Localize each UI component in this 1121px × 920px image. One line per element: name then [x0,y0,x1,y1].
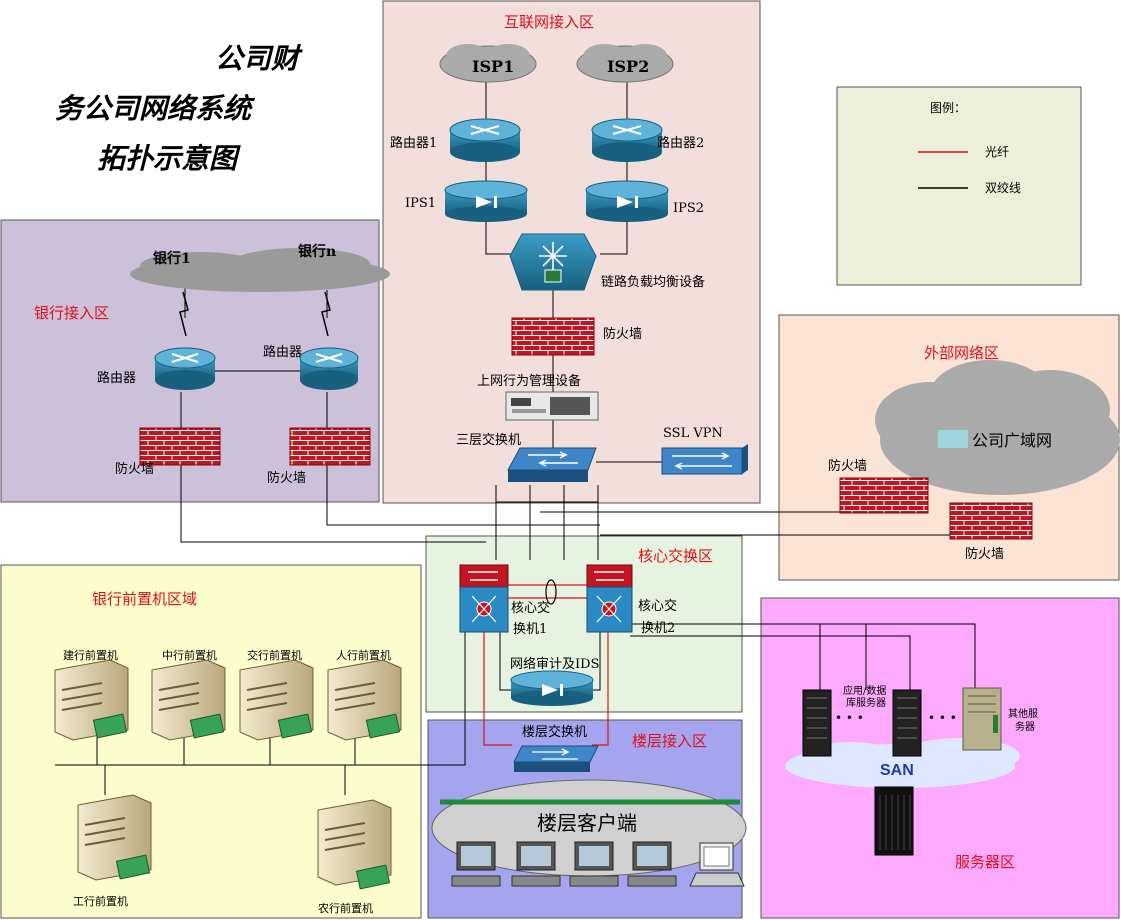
front-bocom-label: 交行前置机 [247,648,302,662]
load-balancer-label: 链路负载均衡设备 [601,274,705,290]
router2-label: 路由器2 [657,135,704,151]
isp2-label: ISP2 [607,57,649,76]
core-zone-title: 核心交换区 [638,547,713,565]
rack-server-icon [802,689,832,757]
server-ellipsis-1: • • • [835,711,864,725]
wan-label: 公司广域网 [972,431,1052,450]
storage-array-icon [874,786,914,856]
wan-cloud-icon [875,360,1120,495]
internet-firewall-icon [511,317,595,356]
bank-firewall-left-label: 防火墙 [115,461,154,477]
external-firewall-top-icon [839,477,929,514]
isp2-cloud-icon [576,44,674,83]
ips1-label: IPS1 [405,196,436,211]
server-zone-title: 服务器区 [955,853,1015,871]
ssl-vpn-label: SSL VPN [663,426,723,441]
front-server-abc-icon [317,799,392,890]
other-server-icon [962,687,1002,751]
legend-twisted-label: 双绞线 [985,180,1021,195]
app-db-server-label-2: 库服务器 [846,696,886,709]
floor-switch-label: 楼层交换机 [522,724,587,740]
router1-icon [449,118,521,162]
bank-zone-title: 银行接入区 [34,304,109,322]
internet-zone-title: 互联网接入区 [504,13,594,31]
bank-router-right-icon [299,347,359,390]
title-line-1: 公司财 [215,42,303,75]
san-label: SAN [880,762,914,779]
bankn-label: 银行n [298,243,336,260]
external-firewall-bottom-icon [949,502,1033,540]
server-ellipsis-2: • • • [928,711,957,725]
audit-ids-icon [510,670,594,706]
other-server-label-2: 务器 [1015,720,1035,733]
front-ccb-label: 建行前置机 [63,648,118,662]
core-switch-1-label-b: 换机1 [513,622,547,637]
title-line-3: 拓扑示意图 [97,142,241,175]
core-switch-2-label-a: 核心交 [638,598,677,614]
external-firewall-top-label: 防火墙 [828,458,867,474]
l3-switch-label: 三层交换机 [456,432,521,448]
client-pc-icon [627,841,677,887]
router1-label: 路由器1 [390,135,437,151]
isp1-label: ISP1 [472,57,514,76]
bank-router-right-label: 路由器 [263,344,302,360]
rack-server-icon [892,689,922,757]
wireless-link-icon [179,291,189,337]
front-server-ccb-icon [54,659,129,741]
load-balancer-icon [509,233,597,291]
other-server-label-1: 其他服 [1008,707,1038,720]
floor-clients-label: 楼层客户端 [537,811,637,835]
front-server-bocom-icon [239,659,314,741]
front-icbc-label: 工行前置机 [73,894,128,908]
ips2-label: IPS2 [673,201,704,216]
external-zone-title: 外部网络区 [924,344,999,362]
bank-router-left-icon [154,347,216,390]
front-boc-label: 中行前置机 [162,648,217,662]
legend-fiber-label: 光纤 [985,145,1009,159]
front-server-boc-icon [151,659,226,741]
core-switch-1-icon [459,564,509,633]
behavior-mgmt-device-icon [505,391,599,421]
internet-firewall-label: 防火墙 [603,326,642,342]
title-line-2: 务公司网络系统 [55,92,256,125]
front-pboc-label: 人行前置机 [336,648,391,662]
external-firewall-bottom-label: 防火墙 [965,546,1004,562]
client-pc-icon [451,841,501,887]
front-abc-label: 农行前置机 [318,901,373,915]
front-zone-title: 银行前置机区域 [92,590,197,608]
core-switch-2-icon [586,564,633,633]
bank-firewall-left-icon [139,427,221,466]
front-server-icbc-icon [77,794,152,881]
ips2-icon [585,180,669,222]
app-db-server-label-1: 应用/数据 [843,684,886,697]
legend-title: 图例： [930,101,966,115]
bank-router-left-label: 路由器 [97,370,136,386]
floor-zone-title: 楼层接入区 [632,732,707,750]
front-server-pboc-icon [327,659,402,741]
laptop-icon [689,842,745,887]
trunk-link-marker [545,579,557,605]
core-switch-2-label-b: 换机2 [641,621,675,636]
router2-icon [591,118,663,162]
floor-switch-icon [513,745,599,772]
san-cloud-icon [785,738,1020,788]
bank-firewall-right-label: 防火墙 [267,470,306,486]
client-pc-icon [511,841,561,887]
bank1-label: 银行1 [153,250,191,267]
ips1-icon [444,180,528,222]
wireless-link-icon [321,291,331,337]
isp1-cloud-icon [439,44,537,83]
ssl-vpn-icon [661,444,748,475]
l3-switch-icon [507,447,597,482]
wan-marker [938,430,968,448]
behavior-mgmt-label: 上网行为管理设备 [477,373,581,389]
audit-ids-label: 网络审计及IDS [510,656,599,672]
core-switch-1-label-a: 核心交 [511,600,550,616]
bank-cloud-icon [130,248,390,292]
client-pc-icon [569,841,619,887]
fiber-links [483,584,609,746]
bank-firewall-right-icon [289,427,371,466]
legend-box [836,86,1082,286]
